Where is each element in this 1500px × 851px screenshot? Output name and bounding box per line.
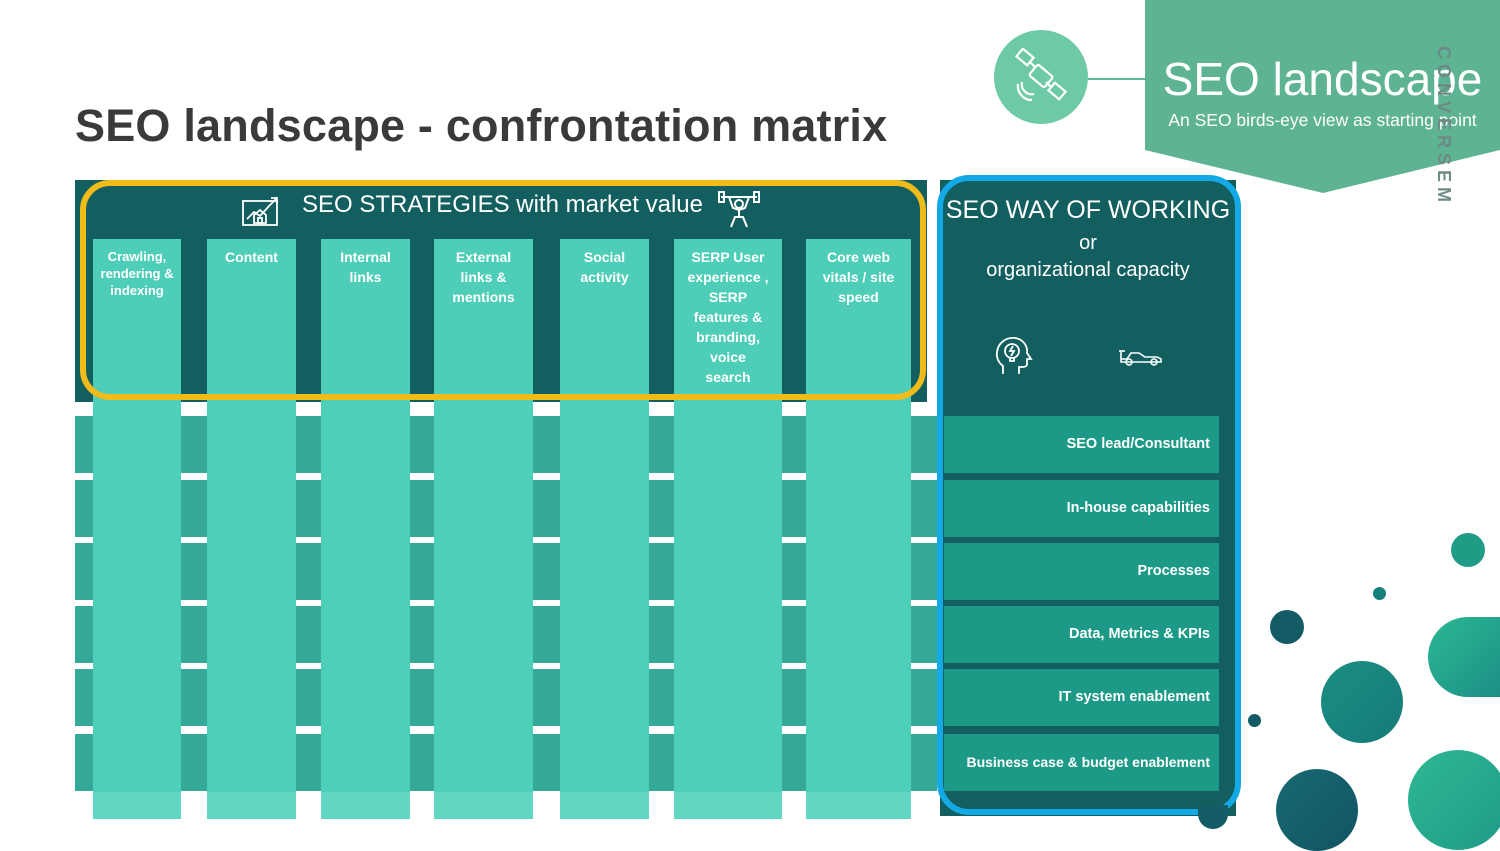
wow-row-it-system: IT system enablement	[944, 669, 1219, 726]
banner	[1145, 0, 1500, 195]
matrix-cell	[207, 600, 296, 669]
matrix-cell	[560, 728, 649, 797]
matrix-cell	[806, 663, 911, 732]
matrix-cell	[806, 537, 911, 606]
matrix-cell	[674, 600, 782, 669]
matrix-cell	[806, 410, 911, 479]
matrix-cell	[321, 537, 410, 606]
column-header-external-links: External links & mentions	[434, 239, 533, 399]
matrix-cell	[434, 537, 533, 606]
banner-subtitle: An SEO birds-eye view as starting point	[1168, 110, 1477, 130]
decor-dot	[1321, 661, 1403, 743]
matrix-cell	[207, 474, 296, 543]
matrix-column-foot	[93, 792, 181, 819]
matrix-column-foot	[207, 792, 296, 819]
matrix-cell	[93, 537, 181, 606]
matrix-cell	[93, 399, 181, 416]
matrix-cell	[93, 410, 181, 479]
matrix-cell	[434, 663, 533, 732]
matrix-cell	[434, 728, 533, 797]
satellite-icon	[1014, 48, 1068, 102]
decor-dot	[1373, 587, 1386, 600]
matrix-cell	[207, 663, 296, 732]
matrix-cell	[321, 399, 410, 416]
way-of-working-subtitle: organizational capacity	[986, 259, 1190, 281]
wow-row-data-metrics: Data, Metrics & KPIs	[944, 606, 1219, 663]
matrix-cell	[93, 600, 181, 669]
matrix-cell	[321, 663, 410, 732]
decor-dot	[1451, 533, 1485, 567]
wow-row-processes: Processes	[944, 543, 1219, 600]
strategies-frame	[80, 180, 926, 400]
matrix-cell	[674, 410, 782, 479]
matrix-cell	[207, 728, 296, 797]
decor-dot	[1276, 769, 1358, 851]
house-chart-icon	[240, 193, 284, 234]
matrix-cell	[674, 399, 782, 416]
page-title: SEO landscape - confrontation matrix	[75, 100, 888, 151]
matrix-cell	[321, 728, 410, 797]
matrix-column-foot	[560, 792, 649, 819]
matrix-cell	[560, 600, 649, 669]
strategies-title: SEO STRATEGIES with market value	[302, 191, 704, 218]
way-of-working-title: SEO WAY OF WORKING	[945, 196, 1231, 224]
matrix-cell	[434, 399, 533, 416]
wow-row-in-house: In-house capabilities	[944, 480, 1219, 537]
way-of-working-or: or	[1079, 232, 1097, 254]
matrix-cell	[806, 600, 911, 669]
decor-dot	[1428, 617, 1500, 697]
column-header-social: Social activity	[560, 239, 649, 399]
matrix-cell	[321, 600, 410, 669]
matrix-cell	[674, 537, 782, 606]
decor-dot	[1198, 805, 1228, 829]
matrix-column-foot	[806, 792, 911, 819]
matrix-cell	[93, 474, 181, 543]
matrix-cell	[434, 474, 533, 543]
column-header-serp: SERP User experience , SERP features & b…	[674, 239, 782, 399]
racecar-icon	[1118, 345, 1164, 372]
weightlifter-icon	[718, 189, 760, 236]
matrix-cell	[207, 399, 296, 416]
matrix-cell	[806, 399, 911, 416]
matrix-cell	[560, 663, 649, 732]
wow-row-seo-lead: SEO lead/Consultant	[944, 416, 1219, 473]
matrix-cell	[207, 537, 296, 606]
matrix-cell	[321, 410, 410, 479]
matrix-cell	[93, 663, 181, 732]
banner-shape	[1145, 0, 1500, 193]
matrix-cell	[806, 474, 911, 543]
matrix-cell	[560, 399, 649, 416]
decor-dot	[1270, 610, 1304, 644]
matrix-cell	[207, 410, 296, 479]
head-lightbulb-icon	[993, 334, 1033, 381]
matrix-cell	[434, 410, 533, 479]
matrix-column-foot	[674, 792, 782, 819]
matrix-column-foot	[434, 792, 533, 819]
matrix-cell	[321, 474, 410, 543]
connector-line	[1088, 78, 1145, 80]
decor-dot	[1408, 750, 1500, 850]
matrix-cell	[560, 474, 649, 543]
wow-row-business-case: Business case & budget enablement	[944, 734, 1219, 791]
matrix-cell	[674, 663, 782, 732]
satellite-badge	[994, 30, 1088, 124]
brand-logo: CONVERSEM	[1434, 46, 1454, 208]
banner-title: SEO landscape	[1162, 53, 1483, 105]
matrix-cell	[434, 600, 533, 669]
matrix-cell	[674, 728, 782, 797]
way-of-working-frame	[937, 175, 1241, 815]
matrix-column-foot	[321, 792, 410, 819]
matrix-cell	[560, 410, 649, 479]
column-header-internal-links: Internal links	[321, 239, 410, 399]
matrix-cell	[93, 728, 181, 797]
decor-dot	[1248, 714, 1261, 727]
column-header-content: Content	[207, 239, 296, 399]
matrix-cell	[674, 474, 782, 543]
column-header-crawling: Crawling, rendering & indexing	[93, 239, 181, 399]
column-header-core-web-vitals: Core web vitals / site speed	[806, 239, 911, 399]
matrix-cell	[806, 728, 911, 797]
matrix-cell	[560, 537, 649, 606]
